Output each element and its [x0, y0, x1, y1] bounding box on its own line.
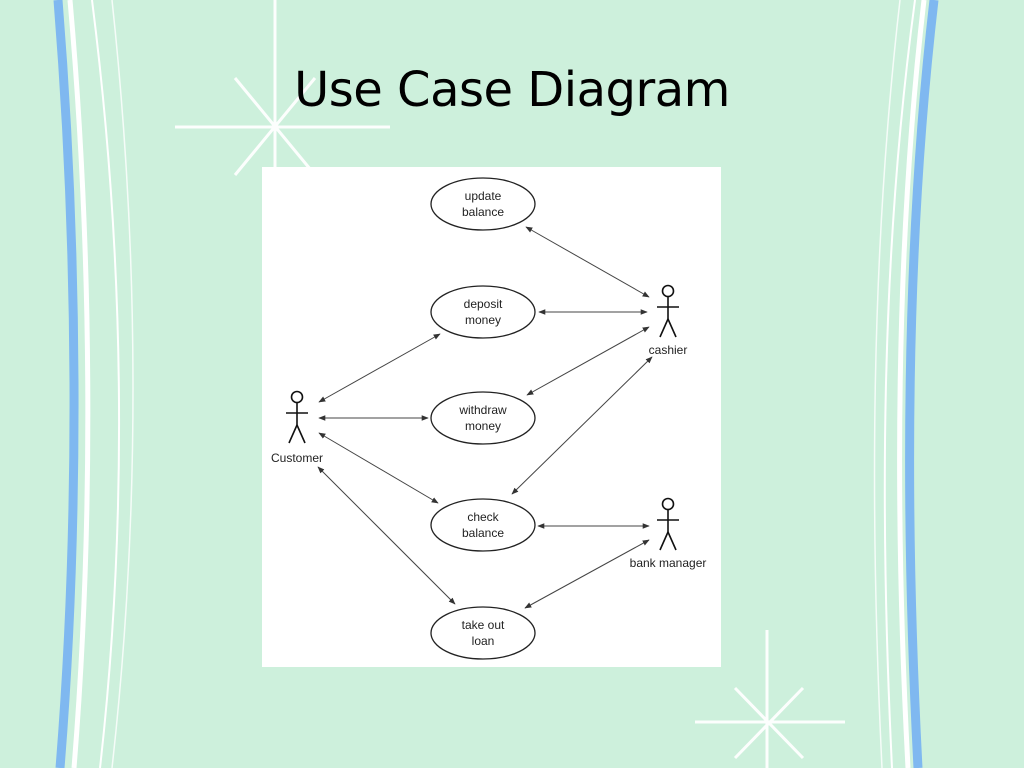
- actor-label-cashier: cashier: [649, 343, 688, 357]
- sparkle-icon: [695, 630, 845, 768]
- right-thin-line: [873, 0, 901, 768]
- actor-label-customer: Customer: [271, 451, 323, 465]
- svg-text:money: money: [465, 419, 501, 433]
- svg-text:take out: take out: [462, 618, 505, 632]
- use-case-withdraw-money: withdraw money: [430, 391, 536, 445]
- actor-cashier: [657, 284, 679, 338]
- association-line: [317, 466, 456, 605]
- association-line: [318, 432, 439, 504]
- right-inner-line: [883, 0, 916, 768]
- association-line: [525, 226, 650, 298]
- svg-text:update: update: [465, 189, 502, 203]
- use-case-deposit-money: deposit money: [430, 285, 536, 339]
- svg-text:money: money: [465, 313, 501, 327]
- left-outer-stripe: [53, 0, 79, 768]
- use-case-take-out-loan: take out loan: [430, 606, 536, 660]
- svg-text:withdraw: withdraw: [458, 403, 507, 417]
- stick-figure-icon: [661, 284, 675, 298]
- svg-text:deposit: deposit: [464, 297, 503, 311]
- use-case-update-balance: update balance: [430, 177, 536, 231]
- actor-bank-manager: [657, 497, 679, 551]
- right-outer-stripe: [905, 0, 939, 768]
- stick-figure-icon: [290, 390, 304, 404]
- association-line: [511, 356, 653, 495]
- actor-customer: [286, 390, 308, 444]
- left-thin-line: [111, 0, 134, 768]
- use-case-diagram: update balance deposit money withdraw mo…: [262, 167, 721, 667]
- use-case-check-balance: check balance: [430, 498, 536, 552]
- svg-text:check: check: [467, 510, 499, 524]
- actor-label-bank-manager: bank manager: [630, 556, 707, 570]
- svg-text:balance: balance: [462, 205, 504, 219]
- association-line: [524, 539, 650, 609]
- stick-figure-icon: [661, 497, 675, 511]
- left-white-stripe: [67, 0, 91, 768]
- left-inner-line: [91, 0, 121, 768]
- right-white-stripe: [897, 0, 927, 768]
- association-line: [526, 326, 650, 396]
- association-line: [318, 333, 441, 403]
- svg-text:balance: balance: [462, 526, 504, 540]
- slide-title: Use Case Diagram: [294, 62, 730, 118]
- svg-text:loan: loan: [472, 634, 495, 648]
